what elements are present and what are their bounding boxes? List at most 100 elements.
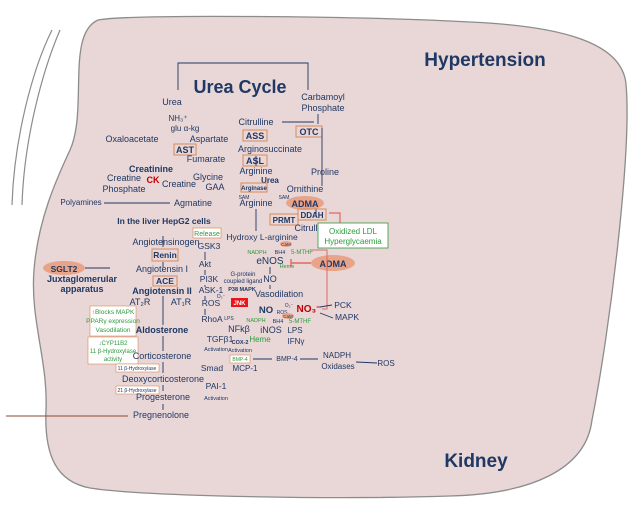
- label-deoxycorticosterone: Deoxycorticosterone: [122, 374, 204, 384]
- label-nadph2: NADPH: [246, 318, 265, 324]
- label-ros1: ROS: [202, 298, 221, 308]
- label-cox2: COX-2: [232, 340, 249, 346]
- label-release: Release: [194, 231, 220, 238]
- label-hydroxy-arginine: Hydroxy L-arginine: [226, 232, 298, 242]
- enzyme-ast: AST: [176, 145, 195, 155]
- label-enos: eNOS: [256, 256, 284, 267]
- label-proline: Proline: [311, 167, 339, 177]
- label-lps1: LPS: [224, 316, 234, 322]
- enzyme-ace: ACE: [156, 276, 174, 286]
- label-angiotensin1: Angiotensin I: [136, 264, 188, 274]
- enzyme-prmt: PRMT: [273, 216, 296, 225]
- adma-highlight-2: [311, 255, 355, 271]
- label-ask1: ASK-1: [199, 285, 224, 295]
- label-glu-akg: glu α-kg: [171, 124, 200, 133]
- label-nh3: NH₃⁺: [168, 114, 187, 123]
- green-box-line-2: PPARγ expression: [86, 318, 140, 325]
- label-ros2: ROS: [277, 310, 289, 316]
- label-angiotensin2: Angiotensin II: [132, 286, 192, 296]
- label-tgfb1: TGFβ1: [207, 334, 234, 344]
- label-urea2: Urea: [261, 176, 279, 185]
- label-bmp4b: BMP-4: [276, 356, 298, 363]
- label-p38: P38 MAPK: [228, 287, 256, 293]
- label-pi3k: PI3K: [200, 274, 219, 284]
- enzyme-asl: ASL: [246, 156, 265, 166]
- ddah-box: [297, 208, 327, 221]
- label-creatine-phosphate: Phosphate: [102, 184, 145, 194]
- jnk-box: [231, 298, 248, 307]
- green-box-line-3: Vasodilation: [96, 327, 131, 334]
- label-carbamoyl: Carbamoyl: [301, 92, 345, 102]
- label-nadph3: NADPH: [323, 351, 351, 360]
- label-creatine2: Creatine: [162, 179, 196, 189]
- renin-box: [151, 248, 179, 262]
- adma-2: ADMA: [320, 259, 347, 269]
- label-gsk3: GSK3: [198, 241, 221, 251]
- cycle-top-bracket: [177, 62, 309, 90]
- ass-box: [242, 129, 268, 142]
- label-citrulline: Citrulline: [238, 117, 273, 127]
- label-activation1: Activation: [204, 347, 228, 353]
- label-smad: Smad: [201, 363, 223, 373]
- label-oxidases: Oxidases: [321, 362, 354, 371]
- ureter-curve-inner: [21, 29, 61, 206]
- label-pai1: PAI-1: [206, 381, 227, 391]
- kidney-label: Kidney: [444, 451, 508, 472]
- enzyme-hydroxylase2: 21 β-Hydroxylase: [117, 388, 156, 394]
- enzyme-hydroxylase1: 11 β-Hydroxylase: [118, 366, 157, 372]
- adma-highlight-1: [286, 196, 324, 210]
- label-mcp1: MCP-1: [233, 364, 258, 373]
- green-box: [89, 305, 137, 337]
- label-at2r: AT₂R: [130, 297, 151, 307]
- label-bh4-2: BH4: [273, 319, 284, 325]
- bmp4a-box: [229, 354, 251, 364]
- label-agmatine: Agmatine: [174, 198, 212, 208]
- label-sam2: SAM: [279, 195, 290, 201]
- label-urea: Urea: [162, 97, 182, 107]
- label-no3: NO₃⁻: [297, 304, 322, 315]
- label-arginine: Arginine: [239, 166, 272, 176]
- label-nfkb: NFkβ: [228, 324, 250, 334]
- line-bmp4-nadph: [253, 358, 378, 364]
- label-aspartate: Aspartate: [190, 134, 229, 144]
- label-fumarate: Fumarate: [187, 154, 226, 164]
- label-akt: Akt: [199, 259, 212, 269]
- label-oxaloacetate: Oxaloacetate: [105, 134, 158, 144]
- hydroxylase1-box: [115, 363, 160, 373]
- label-vasodilation: Vasodilation: [255, 289, 303, 299]
- label-mapk: MAPK: [335, 312, 359, 322]
- label-coupled: coupled ligand: [224, 279, 263, 285]
- cyp-box: [87, 336, 139, 365]
- label-arginosuccinate: Arginosuccinate: [238, 144, 302, 154]
- cyp-box-line-1: ↓CYP11B2: [99, 341, 129, 347]
- label-arginine2: Arginine: [239, 198, 272, 208]
- label-pck: PCK: [334, 300, 352, 310]
- label-progesterone: Progesterone: [136, 392, 190, 402]
- enzyme-otc: OTC: [300, 127, 319, 137]
- enzyme-ddah: DDAH: [300, 211, 323, 220]
- sglt2-label: SGLT2: [51, 264, 78, 274]
- urea-cycle-title: Urea Cycle: [193, 77, 286, 97]
- label-arginase: Arginase: [241, 186, 267, 192]
- label-activation3: Activation: [204, 396, 228, 402]
- label-o2minus1: O₂⁻: [217, 294, 226, 300]
- label-bh4-1: BH4: [275, 250, 286, 256]
- inhibit-line-ddah: [329, 212, 341, 225]
- label-mthf1: 5-MTHF: [291, 250, 313, 256]
- label-juxta2: apparatus: [60, 284, 103, 294]
- label-no1: NO: [263, 274, 277, 284]
- enzyme-renin: Renin: [153, 250, 177, 260]
- label-juxta1: Juxtaglomerular: [47, 274, 118, 284]
- label-phosphate: Phosphate: [301, 103, 344, 113]
- label-ifng: IFNγ: [288, 337, 305, 346]
- green-box-line-1: ↑Blocks MAPK: [92, 309, 135, 316]
- label-at1r: AT₁R: [171, 297, 192, 307]
- label-heme2: Heme: [249, 335, 271, 344]
- label-citrulline2: Citrulline: [294, 223, 329, 233]
- ureter-curve-outer: [11, 29, 53, 206]
- sglt2-highlight: [43, 261, 85, 275]
- label-lps2: LPS: [287, 326, 302, 335]
- label-no2: NO: [259, 305, 273, 316]
- label-polyamines: Polyamines: [60, 198, 101, 207]
- cam-highlight-1: [280, 241, 292, 247]
